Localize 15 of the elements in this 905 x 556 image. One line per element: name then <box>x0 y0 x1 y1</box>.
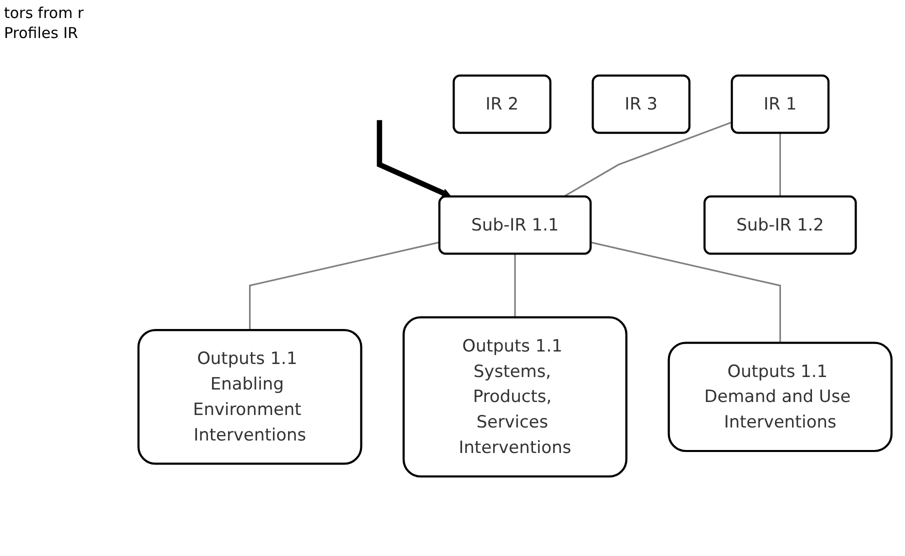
connector <box>514 254 516 318</box>
node-box: Outputs 1.1 Systems, Products, Services Interventions <box>402 316 628 478</box>
node-box: Outputs 1.1 Demand and Use Interventions <box>668 342 893 452</box>
connector <box>779 132 781 196</box>
node-box: IR 1 <box>730 74 830 134</box>
note-text: tors from r Profiles IR <box>4 4 85 43</box>
node-box: Outputs 1.1 Enabling Environment Interventions <box>137 329 362 465</box>
node-box: Sub-IR 1.1 <box>438 195 592 255</box>
node-box: IR 2 <box>452 74 552 134</box>
connector <box>590 242 781 343</box>
arrow <box>376 120 452 198</box>
connector <box>249 242 440 330</box>
node-box: IR 3 <box>592 74 690 134</box>
node-box: Sub-IR 1.2 <box>703 195 857 255</box>
connector <box>564 122 732 198</box>
